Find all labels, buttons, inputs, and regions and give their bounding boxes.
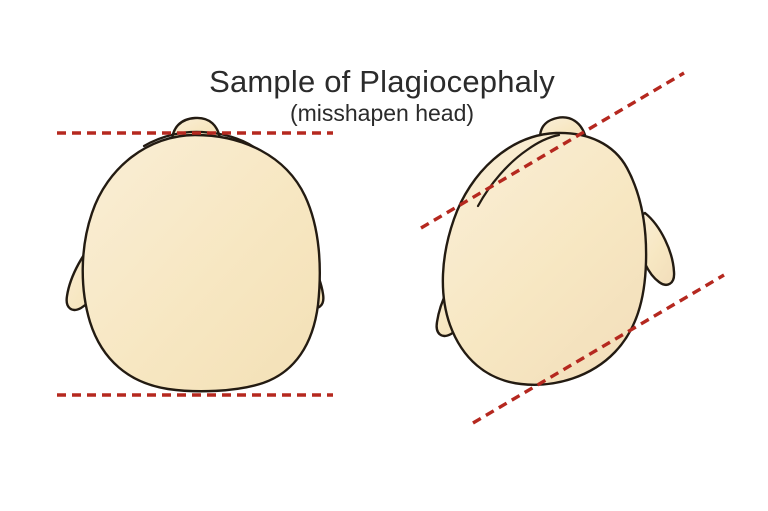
skull-outline-misshapen	[441, 131, 648, 386]
skull-outline-normal	[81, 133, 321, 393]
panel-plagiocephalic-head	[420, 71, 725, 425]
panel-normal-head	[57, 116, 333, 397]
upper-tilted-reference-line	[420, 71, 685, 230]
lower-tilted-reference-line	[472, 273, 725, 425]
scalp-crease-normal	[142, 130, 256, 149]
